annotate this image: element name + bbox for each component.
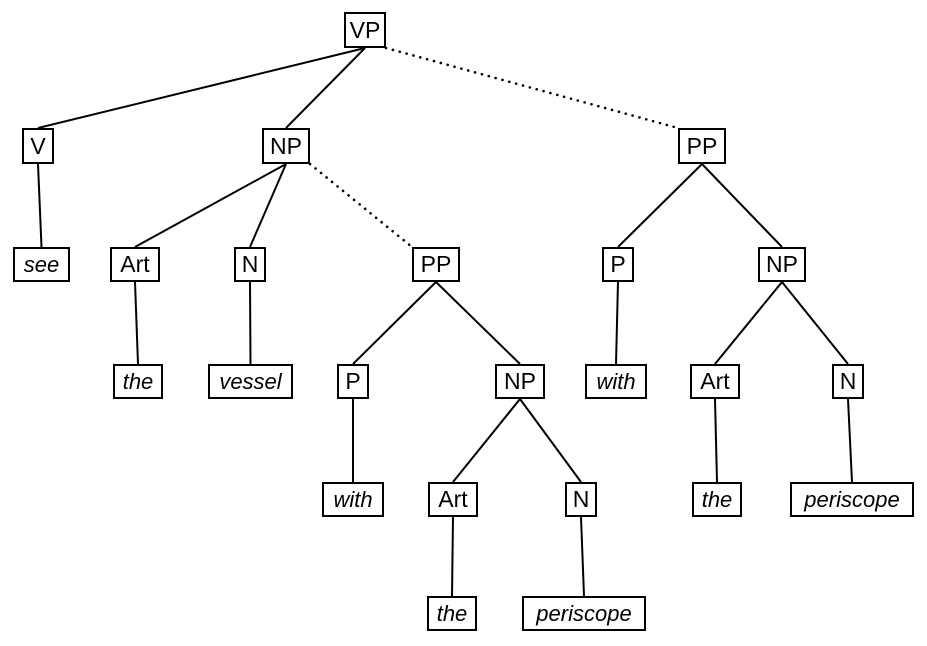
tree-edge-n_m-to-periscope_m: [580, 516, 585, 597]
tree-edge-art_r-to-the_r: [714, 398, 718, 483]
tree-edge-pp_right-to-np_right: [701, 163, 783, 248]
category-node-n: N: [832, 364, 864, 399]
category-node-pp: PP: [678, 128, 726, 164]
terminal-node-vessel: vessel: [208, 364, 293, 399]
tree-edge-np1-to-n1: [249, 163, 287, 248]
tree-edge-vp-to-pp_right: [384, 46, 680, 130]
tree-edge-np_right-to-art_r: [714, 281, 783, 365]
tree-edge-pp_mid-to-p_mid: [352, 281, 437, 365]
terminal-node-periscope: periscope: [522, 596, 646, 631]
category-node-p: P: [337, 364, 369, 399]
category-node-pp: PP: [412, 247, 460, 282]
terminal-node-the: the: [427, 596, 477, 631]
tree-edge-n_r-to-periscope_r: [847, 398, 853, 483]
tree-edge-pp_mid-to-np_mid: [435, 281, 521, 365]
category-node-art: Art: [690, 364, 740, 399]
category-node-p: P: [602, 247, 634, 282]
tree-edge-p_right-to-with_r: [615, 281, 619, 365]
tree-edge-n1-to-vessel: [249, 281, 252, 365]
tree-edge-vp-to-np1: [285, 47, 366, 129]
terminal-node-periscope: periscope: [790, 482, 914, 517]
tree-edge-np_right-to-n_r: [781, 281, 849, 365]
category-node-v: V: [22, 128, 54, 164]
category-node-np: NP: [262, 128, 310, 164]
terminal-node-the: the: [113, 364, 163, 399]
tree-edge-np1-to-art1: [134, 163, 287, 248]
category-node-np: NP: [758, 247, 806, 282]
terminal-node-with: with: [322, 482, 384, 517]
terminal-node-see: see: [13, 247, 70, 282]
category-node-art: Art: [428, 482, 478, 517]
tree-edge-np_mid-to-art_m: [452, 398, 521, 483]
tree-edge-vp-to-v: [37, 47, 366, 129]
category-node-np: NP: [495, 364, 545, 399]
tree-edge-np1-to-pp_mid: [308, 162, 414, 249]
tree-edge-art1-to-the1: [134, 281, 139, 365]
tree-edge-pp_right-to-p_right: [617, 163, 703, 248]
category-node-vp: VP: [344, 12, 386, 48]
category-node-n: N: [234, 247, 266, 282]
terminal-node-the: the: [692, 482, 742, 517]
tree-edge-art_m-to-the_m: [451, 516, 454, 597]
category-node-n: N: [565, 482, 597, 517]
tree-edge-v-to-see: [37, 163, 43, 248]
terminal-node-with: with: [585, 364, 647, 399]
category-node-art: Art: [110, 247, 160, 282]
tree-edge-np_mid-to-n_m: [519, 398, 582, 483]
